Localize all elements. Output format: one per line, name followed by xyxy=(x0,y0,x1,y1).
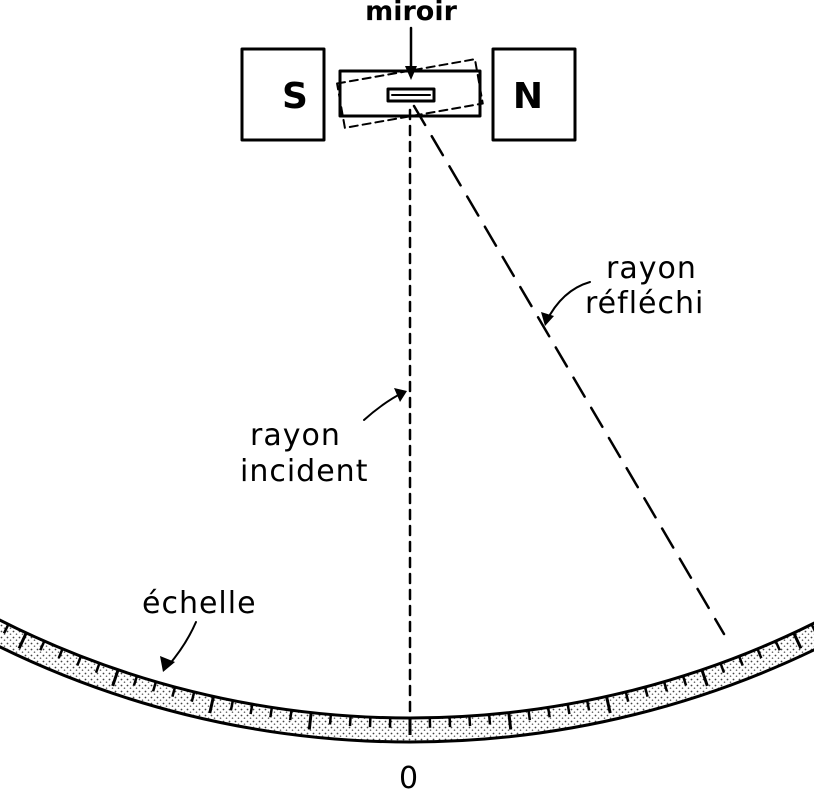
scale-tick-major xyxy=(17,632,28,649)
mirror xyxy=(386,87,436,103)
reflected-ray xyxy=(412,104,726,636)
scale-tick-minor xyxy=(229,700,235,711)
scale-tick-major xyxy=(700,669,709,687)
scale-tick-minor xyxy=(57,648,64,659)
incident-ray-pointer-arrowhead xyxy=(394,388,407,402)
scale-tick-minor xyxy=(151,681,158,692)
scale-tick-minor xyxy=(328,714,333,725)
scale-tick-minor xyxy=(288,710,293,721)
incident-ray-label-line2: incident xyxy=(240,454,368,489)
scale-zero-label: 0 xyxy=(399,761,419,796)
scale-tick-minor xyxy=(468,715,472,727)
scale-tick-major xyxy=(792,632,803,649)
scale-tick-minor xyxy=(348,715,352,727)
scale-tick-minor xyxy=(662,681,669,692)
scale-tick-minor xyxy=(249,703,254,715)
scale-tick-minor xyxy=(737,655,744,667)
scale-tick-major xyxy=(507,712,513,730)
scale-tick-minor xyxy=(585,700,591,711)
scale-tick-major xyxy=(208,696,215,714)
scale-tick-minor xyxy=(527,710,532,721)
scale-tick-minor xyxy=(94,662,101,674)
scale-label: échelle xyxy=(142,586,257,621)
scale-tick-minor xyxy=(681,675,688,686)
north-pole-block xyxy=(491,47,577,142)
scale-tick-major xyxy=(605,696,612,714)
scale-tick-minor xyxy=(190,691,196,702)
scale-tick-major xyxy=(111,669,120,687)
south-pole-label: S xyxy=(282,76,308,117)
scale-tick-minor xyxy=(719,662,726,674)
scale-pointer-arrowhead xyxy=(160,656,175,672)
north-pole-label: N xyxy=(513,76,543,117)
scale-ticks xyxy=(2,623,814,735)
reflected-ray-label-line1: rayon xyxy=(606,251,697,286)
scale-band xyxy=(0,618,814,744)
scale-tick-minor xyxy=(756,648,763,659)
reflected-ray-label-line2: réfléchi xyxy=(585,286,704,321)
scale-tick-minor xyxy=(76,655,83,667)
scale-tick-minor xyxy=(566,703,571,715)
scale-tick-minor xyxy=(624,691,630,702)
scale-tick-minor xyxy=(171,686,177,698)
incident-ray-label-line1: rayon xyxy=(250,418,341,453)
scale-tick-minor xyxy=(643,686,649,698)
scale-tick-minor xyxy=(546,707,551,718)
scale-tick-minor xyxy=(774,640,781,651)
scale-tick-major xyxy=(307,712,313,730)
south-pole-block xyxy=(240,47,326,142)
mirror-label: miroir xyxy=(365,0,458,27)
scale-tick-minor xyxy=(269,707,274,718)
scale-tick-minor xyxy=(39,640,46,651)
mirror-pointer-arrowhead xyxy=(405,66,417,80)
coil-frame-rotated xyxy=(336,58,484,129)
reflected-ray-pointer-arrowhead xyxy=(541,312,554,326)
scale-tick-minor xyxy=(132,675,139,686)
scale-tick-minor xyxy=(2,623,10,634)
scale-pointer xyxy=(167,621,197,667)
scale-tick-minor xyxy=(487,714,492,725)
